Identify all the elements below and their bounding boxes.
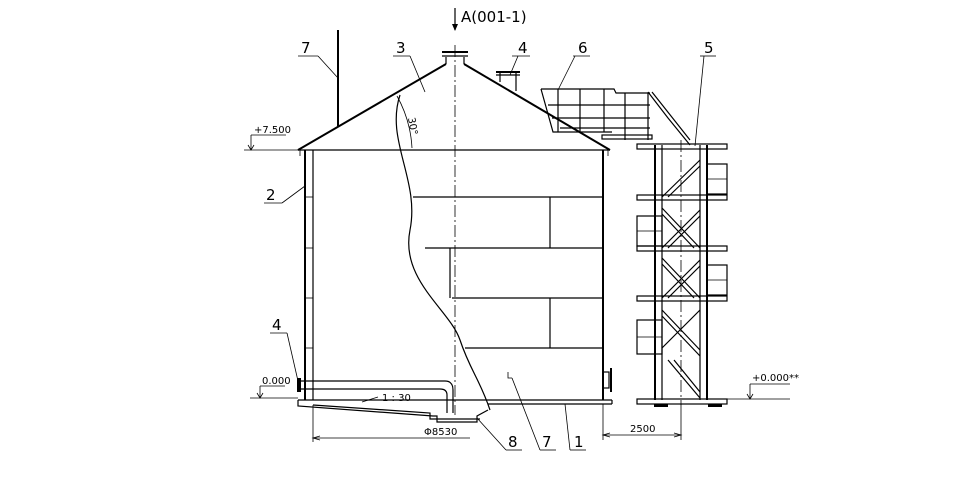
elevation-ground-marker xyxy=(727,383,790,400)
callout-3: 3 xyxy=(396,39,406,57)
elevation-inner-marker xyxy=(250,385,298,399)
view-arrow xyxy=(452,8,458,31)
diameter-dimension xyxy=(311,405,470,442)
view-label: A(001-1) xyxy=(461,8,527,26)
elevation-top: +7.500 xyxy=(254,125,291,136)
callout-4-roof: 4 xyxy=(518,39,528,57)
angle-label: 30° xyxy=(405,117,419,136)
elevation-inner: 0.000 xyxy=(262,376,291,387)
slope-symbol xyxy=(361,396,379,403)
callout-1: 1 xyxy=(574,433,584,451)
callout-2: 2 xyxy=(266,186,276,204)
tank-bottom xyxy=(297,378,613,423)
callout-6: 6 xyxy=(578,39,588,57)
callout-7-bottom: 7 xyxy=(542,433,552,451)
callouts: 7 3 4 6 5 2 4 8 7 1 xyxy=(264,39,716,451)
offset-label: 2500 xyxy=(630,424,655,435)
tank-shell xyxy=(299,150,612,400)
elevation-top-marker xyxy=(244,134,298,151)
roof-walkway xyxy=(540,88,653,140)
callout-8: 8 xyxy=(508,433,518,451)
stair-tower xyxy=(636,91,728,407)
callout-5: 5 xyxy=(704,39,714,57)
roof xyxy=(297,51,611,151)
callout-7-top: 7 xyxy=(301,39,311,57)
diameter-label: Φ8530 xyxy=(424,427,457,438)
callout-4-drain: 4 xyxy=(272,316,282,334)
offset-dimension xyxy=(601,404,683,440)
elevation-ground: +0.000** xyxy=(752,373,799,384)
slope-label: 1 : 30 xyxy=(382,393,411,404)
break-line xyxy=(395,94,491,411)
